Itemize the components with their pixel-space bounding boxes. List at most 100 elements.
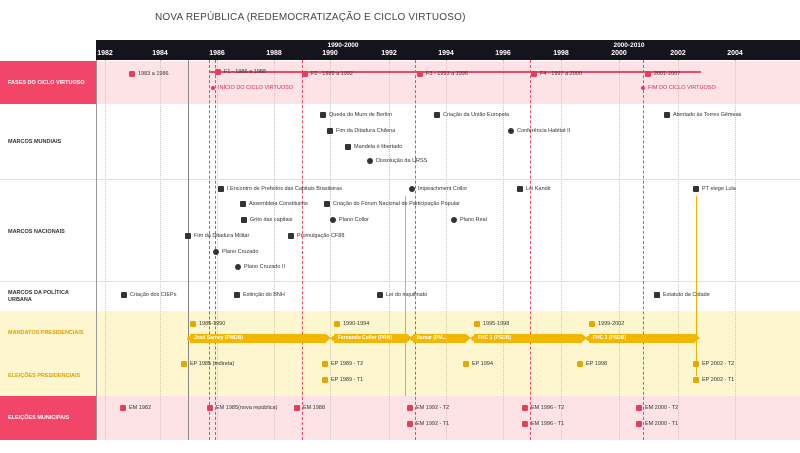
election-em2000t2[interactable]: EM 2000 - T2	[636, 405, 678, 411]
ballot-icon	[207, 405, 213, 411]
election-em2000t1[interactable]: EM 2000 - T1	[636, 421, 678, 427]
pin-icon	[241, 217, 247, 223]
globe-icon	[508, 128, 514, 134]
event-bnh[interactable]: Extinção do BNH	[234, 292, 285, 298]
election-em1996t1[interactable]: EM 1996 - T1	[522, 421, 564, 427]
mandate-fhc1[interactable]: FHC 1 (PSDB)	[474, 334, 587, 343]
event-cruzado2[interactable]: Plano Cruzado II	[235, 264, 285, 270]
election-em1996t2[interactable]: EM 1996 - T2	[522, 405, 564, 411]
event-impeachment[interactable]: Impeachment Collor	[409, 186, 467, 192]
person-icon	[693, 186, 699, 192]
band-mandatos	[0, 311, 800, 396]
calendar-icon	[215, 69, 221, 75]
event-forum[interactable]: Criação do Fórum Nacional de Participaçã…	[324, 201, 460, 207]
year-tick-1990: 1990	[322, 50, 338, 57]
grid-line	[330, 60, 331, 440]
year-axis	[96, 40, 800, 60]
event-ditadura[interactable]: Fim da Ditadura Militar	[185, 233, 249, 239]
event-lula[interactable]: PT elege Lula	[693, 186, 736, 192]
phase-f4[interactable]: F4 - 1997 a 2000	[531, 71, 582, 77]
mandate-period-1[interactable]: 1985-1990	[190, 321, 225, 327]
label-urbana: MARCOS DA POLÍTICA URBANA	[8, 290, 69, 304]
house-icon	[234, 292, 240, 298]
grid-line	[561, 60, 562, 440]
year-1985-line	[188, 60, 189, 440]
event-cruzado[interactable]: Plano Cruzado	[213, 249, 258, 255]
band-nacionais	[0, 180, 800, 282]
mandate-fhc2[interactable]: FHC 2 (PSDB)	[589, 334, 700, 343]
phase-1983[interactable]: 1983 a 1986	[129, 71, 169, 77]
axis-start-line	[96, 60, 97, 440]
event-assembleia[interactable]: Assembleia Constituinte	[240, 201, 308, 207]
election-ep1985[interactable]: EP 1985 (indireta)	[181, 361, 234, 367]
mandate-collor[interactable]: Fernando Collor (PRN)	[334, 334, 412, 343]
airplane-icon	[664, 112, 670, 118]
grid-line	[503, 60, 504, 440]
election-em1982[interactable]: EM 1982	[120, 405, 151, 411]
document-icon	[654, 292, 660, 298]
band-fases	[0, 61, 800, 104]
event-torres[interactable]: Atentado às Torres Gêmeas	[664, 112, 741, 118]
calendar-icon	[645, 71, 651, 77]
label-nacionais: MARCOS NACIONAIS	[8, 229, 65, 235]
election-ep1998[interactable]: EP 1998	[577, 361, 607, 367]
range-2000-2010: 2000-2010	[613, 42, 645, 49]
election-em1985[interactable]: EM 1985(nova república)	[207, 405, 277, 411]
mandate-period-2[interactable]: 1990-1994	[334, 321, 369, 327]
phase-f3[interactable]: F3 - 1993 a 1996	[417, 71, 468, 77]
event-ue[interactable]: Criação da União Europeia	[434, 112, 509, 118]
event-muro[interactable]: Queda do Muro de Berlim	[320, 112, 392, 118]
event-encontro[interactable]: I Encontro de Prefeitos das Capitais Bra…	[218, 186, 342, 192]
calendar-icon	[531, 71, 537, 77]
event-kandir[interactable]: Lei Kandir	[517, 186, 551, 192]
event-promulgacao[interactable]: Promulgação CF88	[288, 233, 344, 239]
event-inquilinato[interactable]: Lei do inquilinato	[377, 292, 427, 298]
mandate-start-dot	[410, 336, 415, 341]
year-tick-1996: 1996	[495, 50, 511, 57]
ballot-icon	[181, 361, 187, 367]
event-habitat[interactable]: Conferência Habitat II	[508, 128, 570, 134]
election-ep1989t2[interactable]: EP 1989 - T2	[322, 361, 363, 367]
mandate-period-3[interactable]: 1995-1998	[474, 321, 509, 327]
event-collor[interactable]: Plano Collor	[330, 217, 369, 223]
election-ep1989t1[interactable]: EP 1989 - T1	[322, 377, 363, 383]
grid-line	[735, 60, 736, 440]
election-em1992t1[interactable]: EM 1992 - T1	[407, 421, 449, 427]
phase-f2[interactable]: F2 - 1989 a 1992	[302, 71, 353, 77]
phase-f1[interactable]: F1 - 1986 a 1988	[215, 69, 266, 75]
calendar-icon	[417, 71, 423, 77]
election-em1988[interactable]: EM 1988	[294, 405, 325, 411]
range-1990-2000: 1990-2000	[327, 42, 359, 49]
label-eleicoes-pres: ELEIÇÕES PRESIDENCIAIS	[8, 373, 81, 379]
event-ciep[interactable]: Criação dos CIEPs	[121, 292, 176, 298]
event-estatuto[interactable]: Estatuto da Cidade	[654, 292, 710, 298]
election-em1992t2[interactable]: EM 1992 - T2	[407, 405, 449, 411]
mandate-period-4[interactable]: 1999-2002	[589, 321, 624, 327]
event-chile[interactable]: Fim da Ditadura Chilena	[327, 128, 395, 134]
election-ep1994[interactable]: EP 1994	[463, 361, 493, 367]
event-grito[interactable]: Grito das capitais	[241, 217, 293, 223]
ballot-icon	[120, 405, 126, 411]
event-real[interactable]: Plano Real	[451, 217, 487, 223]
phase-fim[interactable]: FIM DO CICLO VIRTUOSO	[641, 85, 716, 91]
ballot-icon	[322, 377, 328, 383]
year-tick-2004: 2004	[727, 50, 743, 57]
event-urss[interactable]: Dissolução da URSS	[367, 158, 427, 164]
year-tick-1984: 1984	[152, 50, 168, 57]
ballot-icon	[407, 405, 413, 411]
mandate-sarney[interactable]: José Sarney (PMDB)	[190, 334, 331, 343]
election-ep2002t1[interactable]: EP 2002 - T1	[693, 377, 734, 383]
mandate-start-dot	[471, 336, 476, 341]
mandate-start-dot	[331, 336, 336, 341]
label-mundiais: MARCOS MUNDIAIS	[8, 139, 62, 145]
ballot-icon	[463, 361, 469, 367]
event-mandela[interactable]: Mandela é libertado	[345, 144, 402, 150]
people-icon	[324, 201, 330, 207]
band-mun	[0, 396, 800, 440]
phase-2001[interactable]: 2001-2007	[645, 71, 680, 77]
phase-inicio[interactable]: INÍCIO DO CICLO VIRTUOSO	[211, 85, 293, 91]
mandate-itamar[interactable]: Itamar (PM...	[413, 334, 471, 343]
flag-icon	[218, 186, 224, 192]
election-ep2002t2[interactable]: EP 2002 - T2	[693, 361, 734, 367]
ban-icon	[409, 186, 415, 192]
